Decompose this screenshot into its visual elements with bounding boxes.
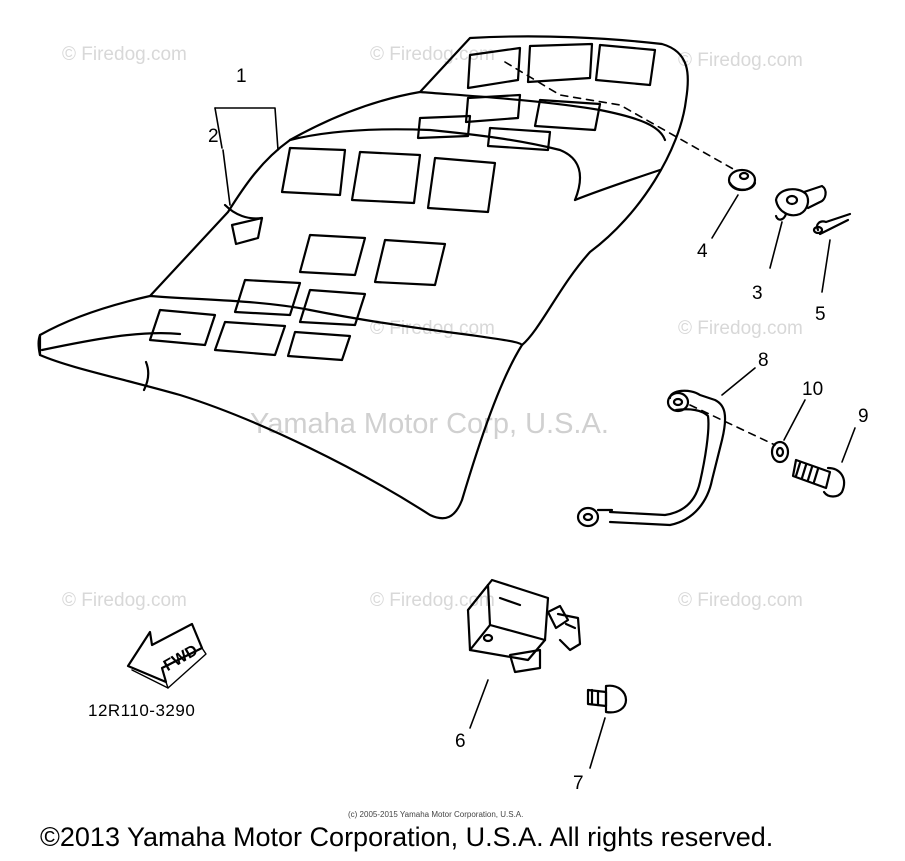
seat-lock-part-6	[466, 578, 582, 674]
watermark: © Firedog.com	[62, 44, 187, 65]
callout-6: 6	[455, 731, 466, 752]
bracket-part-8	[576, 389, 727, 528]
callout-10: 10	[802, 379, 824, 400]
fwd-label: FWD	[161, 642, 201, 675]
cotter-pin-part-5	[812, 212, 852, 236]
copyright-notice: ©2013 Yamaha Motor Corporation, U.S.A. A…	[40, 822, 774, 852]
callout-2: 2	[208, 126, 219, 147]
watermark: © Firedog.com	[62, 590, 187, 611]
callout-9: 9	[858, 406, 869, 427]
watermark: © Firedog.com	[370, 44, 495, 65]
small-copyright: (c) 2005-2015 Yamaha Motor Corporation, …	[348, 810, 524, 819]
lock-nut-part-3	[774, 184, 827, 221]
callout-7: 7	[573, 773, 584, 794]
seat-drawing	[37, 35, 736, 520]
watermark: © Firedog.com	[370, 590, 495, 611]
callout-3: 3	[752, 283, 763, 304]
callout-5: 5	[815, 304, 826, 325]
callout-4: 4	[697, 241, 708, 262]
screw-part-7	[586, 684, 628, 714]
callout-1: 1	[236, 66, 247, 87]
washer-part-4	[727, 168, 757, 192]
watermark: © Firedog.com	[678, 318, 803, 339]
watermark: © Firedog.com	[678, 590, 803, 611]
part-code: 12R110-3290	[88, 701, 196, 720]
callout-8: 8	[758, 350, 769, 371]
watermark: © Firedog.com	[678, 50, 803, 71]
fwd-arrow-icon: FWD	[126, 622, 207, 689]
bolt-part-9	[791, 458, 846, 498]
watermark-center: Yamaha Motor Corp, U.S.A.	[250, 408, 609, 440]
washer-part-10	[770, 440, 790, 464]
